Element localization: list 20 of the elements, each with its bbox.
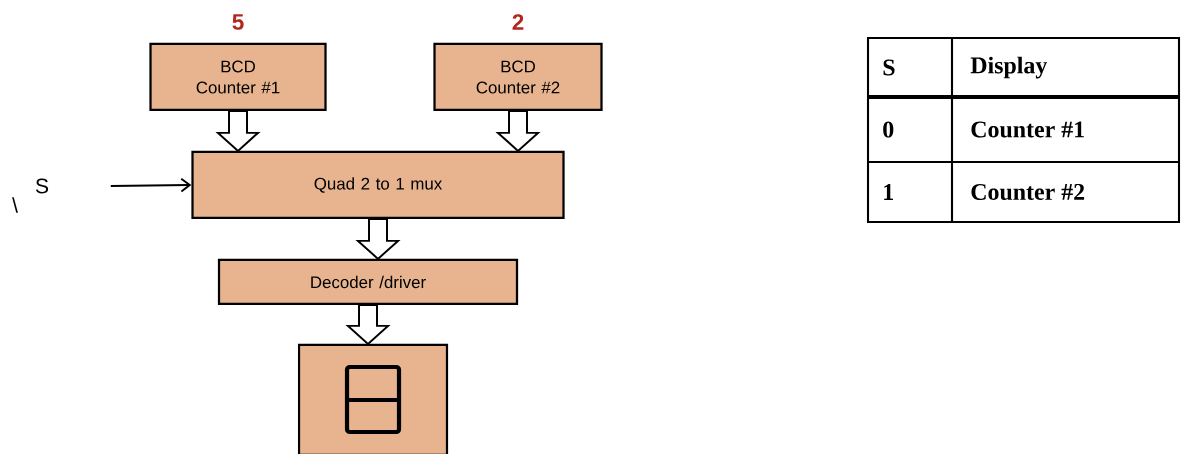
block-arrow: [355, 218, 401, 261]
arrow: [109, 177, 192, 193]
block-arrow: [345, 304, 391, 346]
table-cell: S: [883, 59, 895, 76]
signal-label: S: [35, 178, 49, 194]
block-arrow: [495, 110, 541, 153]
table-cell: Counter #2: [971, 183, 1085, 201]
block-box: BCD Counter #2: [433, 42, 603, 112]
block-box: BCD Counter #1: [149, 42, 327, 112]
table-cell: Counter #1: [971, 121, 1084, 138]
value-label: 5: [232, 14, 244, 30]
display-box: [297, 343, 449, 454]
table-cell: 1: [884, 184, 893, 200]
block-box: Decoder /driver: [217, 258, 519, 306]
block-box: Quad 2 to 1 mux: [191, 150, 565, 220]
table-cell: Display: [970, 56, 1048, 79]
block-arrow: [215, 110, 261, 153]
stray-mark: \: [12, 197, 18, 213]
value-label: 2: [512, 14, 524, 30]
table-cell: 0: [883, 121, 894, 138]
